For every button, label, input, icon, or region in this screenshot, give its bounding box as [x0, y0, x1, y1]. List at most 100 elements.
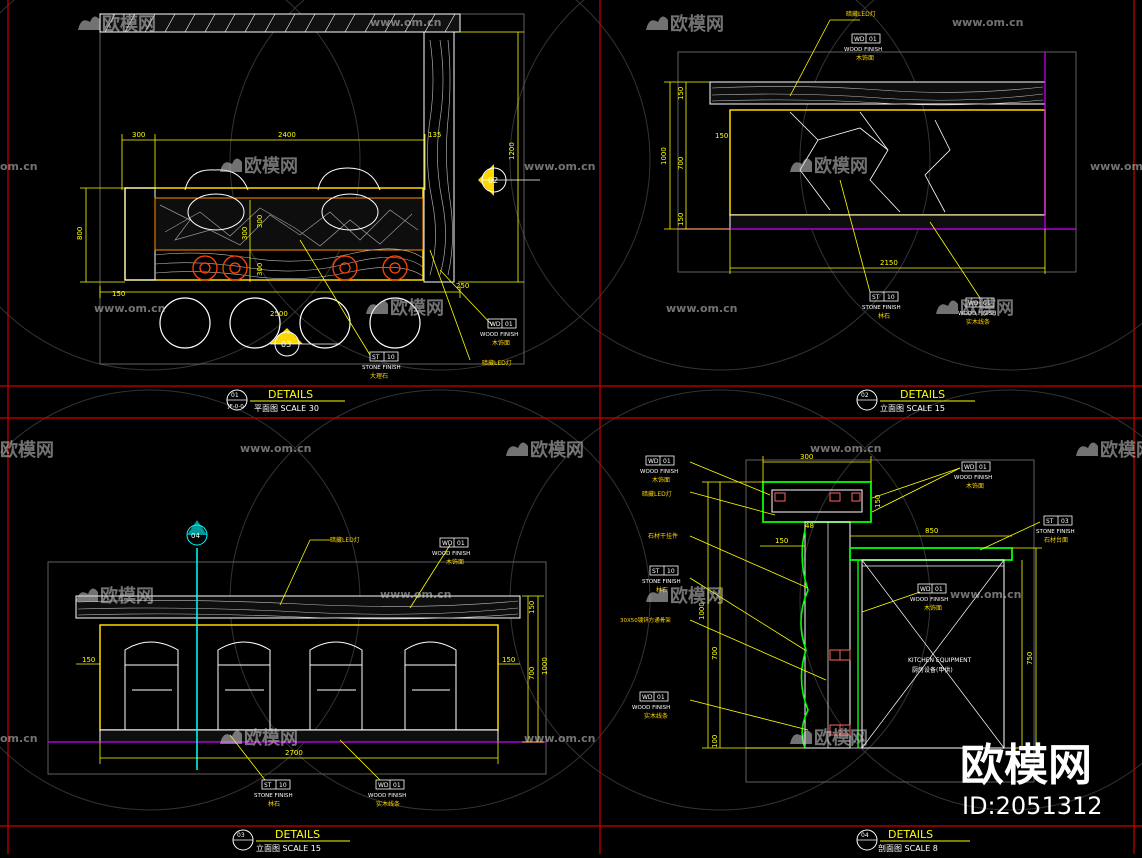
watermark-brand: 欧模网 [102, 13, 156, 35]
tag-finish: WOOD FINISH [910, 597, 948, 603]
dim-label: 150 [82, 656, 95, 664]
tag-finish: STONE FINISH [1036, 529, 1075, 535]
viewport-frame [745, 459, 1035, 783]
detail-title: DETAILS [275, 828, 320, 841]
section-number: 02 [488, 176, 498, 185]
panel-title: 04 DETAILS 剖面图 SCALE 8 [856, 828, 970, 853]
detail-title: DETAILS [888, 828, 933, 841]
tag-number: 01 [935, 586, 943, 593]
watermark-url: www.om.cn [240, 442, 312, 455]
dim-label: 150 [112, 290, 125, 298]
stool [299, 297, 351, 349]
column-brackets [829, 649, 851, 736]
led-note: 暗藏LED灯 [330, 536, 360, 544]
dimension-text: 150 150 150 1000 700 2700 [82, 601, 549, 757]
dim-label: 150 [528, 601, 536, 614]
watermark-logo: 欧模网 [76, 585, 154, 607]
watermark-logo: 欧模网 [506, 439, 584, 461]
chair [404, 641, 457, 730]
sofa-logo-icon [78, 16, 100, 30]
panel-title: 01 JF-0-0 DETAILS 平面图 SCALE 30 [226, 388, 345, 413]
tag-finish: WOOD FINISH [368, 793, 406, 799]
top-slab [75, 595, 521, 619]
sofa-logo-icon [506, 442, 528, 456]
watermark-logo: 欧模网 [366, 297, 444, 319]
watermark-url: www.om.cn [370, 16, 442, 29]
watermark-logo: 欧模网 [646, 585, 724, 607]
dim-label: 800 [76, 227, 84, 240]
tag-cn: 木饰面 [924, 604, 942, 612]
sofa-logo-icon [790, 730, 812, 744]
material-tag: ST 10 STONE FINISH 大理石 [362, 351, 401, 380]
sheet-number: JF-0-0 [227, 404, 244, 410]
top-box-inner [771, 489, 863, 513]
watermark-brand: 欧模网 [960, 297, 1014, 319]
tag-cn: 木饰面 [652, 476, 670, 484]
material-tag: ST 10 STONE FINISH 林石 [254, 779, 293, 808]
sofa-logo-icon [646, 16, 668, 30]
dimension-lines [702, 456, 1042, 749]
detail-number: 04 [861, 832, 869, 839]
led-note: 暗藏LED灯 [642, 490, 672, 498]
wood-grain [711, 86, 1044, 106]
tag-finish: STONE FINISH [254, 793, 293, 799]
dim-label: 150 [715, 132, 728, 140]
material-tag: ST 10 STONE FINISH 林石 [862, 291, 901, 320]
tag-code: WD [854, 36, 865, 43]
dim-label: 700 [528, 667, 536, 680]
top-box-studs [774, 492, 861, 502]
detail-title: DETAILS [900, 388, 945, 401]
stone-cladding-edge [800, 529, 809, 749]
watermark-url: om.cn [0, 160, 38, 173]
dim-label: 750 [1026, 652, 1034, 665]
material-tag: WD 01 WOOD FINISH 木饰面 [640, 455, 678, 484]
material-tag: WD 01 WOOD FINISH 木饰面 [480, 318, 518, 347]
right-wood-column [423, 31, 455, 283]
dim-label: 300 [256, 215, 264, 228]
tag-cn: 实木线条 [376, 800, 400, 808]
material-tag: WD 01 WOOD FINISH 木饰面 [432, 537, 470, 566]
leader-lines [689, 461, 1041, 731]
stool [229, 297, 281, 349]
tag-cn: 林石 [878, 312, 890, 320]
tag-number: 10 [887, 294, 895, 301]
tag-number: 10 [279, 782, 287, 789]
tag-number: 01 [869, 36, 877, 43]
material-tag: ST 03 STONE FINISH 石材台面 [1036, 515, 1075, 544]
dim-label: 300 [241, 227, 249, 240]
dim-label: 48 [805, 522, 814, 530]
watermark-url: www.om.cn [1090, 160, 1142, 173]
dim-label: 100 [711, 735, 719, 748]
tag-number: 01 [979, 464, 987, 471]
tag-code: ST [372, 354, 380, 361]
watermark-id: ID:2051312 [962, 792, 1103, 820]
tag-finish: WOOD FINISH [480, 332, 518, 338]
dim-label: 150 [874, 495, 882, 508]
watermark-arcs [0, 0, 1142, 811]
watermark-url: www.om.cn [94, 302, 166, 315]
watermark-brand: 欧模网 [670, 585, 724, 607]
tag-number: 01 [983, 300, 991, 307]
tag-number: 01 [505, 321, 513, 328]
dimension-lines [664, 81, 1046, 274]
sofa-logo-icon [366, 300, 388, 314]
led-note: 暗藏LED灯 [482, 359, 512, 367]
tag-finish: STONE FINISH [642, 579, 681, 585]
watermark-brand: 欧模网 [244, 155, 298, 177]
section-marker-04: 04 [186, 520, 208, 770]
watermark-url: www.om.cn [524, 732, 596, 745]
viewport-frame [47, 561, 547, 775]
tag-cn: 木饰面 [966, 482, 984, 490]
panel-title: 02 DETAILS 立面图 SCALE 15 [856, 388, 975, 413]
detail-subtitle: 平面图 SCALE 30 [254, 404, 319, 413]
material-tag: WD 01 WOOD FINISH 木饰面 [844, 33, 882, 62]
tag-number: 01 [657, 694, 665, 701]
section-marker-02: 02 [478, 164, 540, 196]
stool [369, 297, 421, 349]
dim-label: 2150 [880, 259, 898, 267]
detail-number: 02 [861, 392, 869, 399]
stone-veins [159, 204, 419, 247]
dimension-text: 300 2400 135 1200 800 300 300 300 2500 1… [76, 131, 516, 318]
